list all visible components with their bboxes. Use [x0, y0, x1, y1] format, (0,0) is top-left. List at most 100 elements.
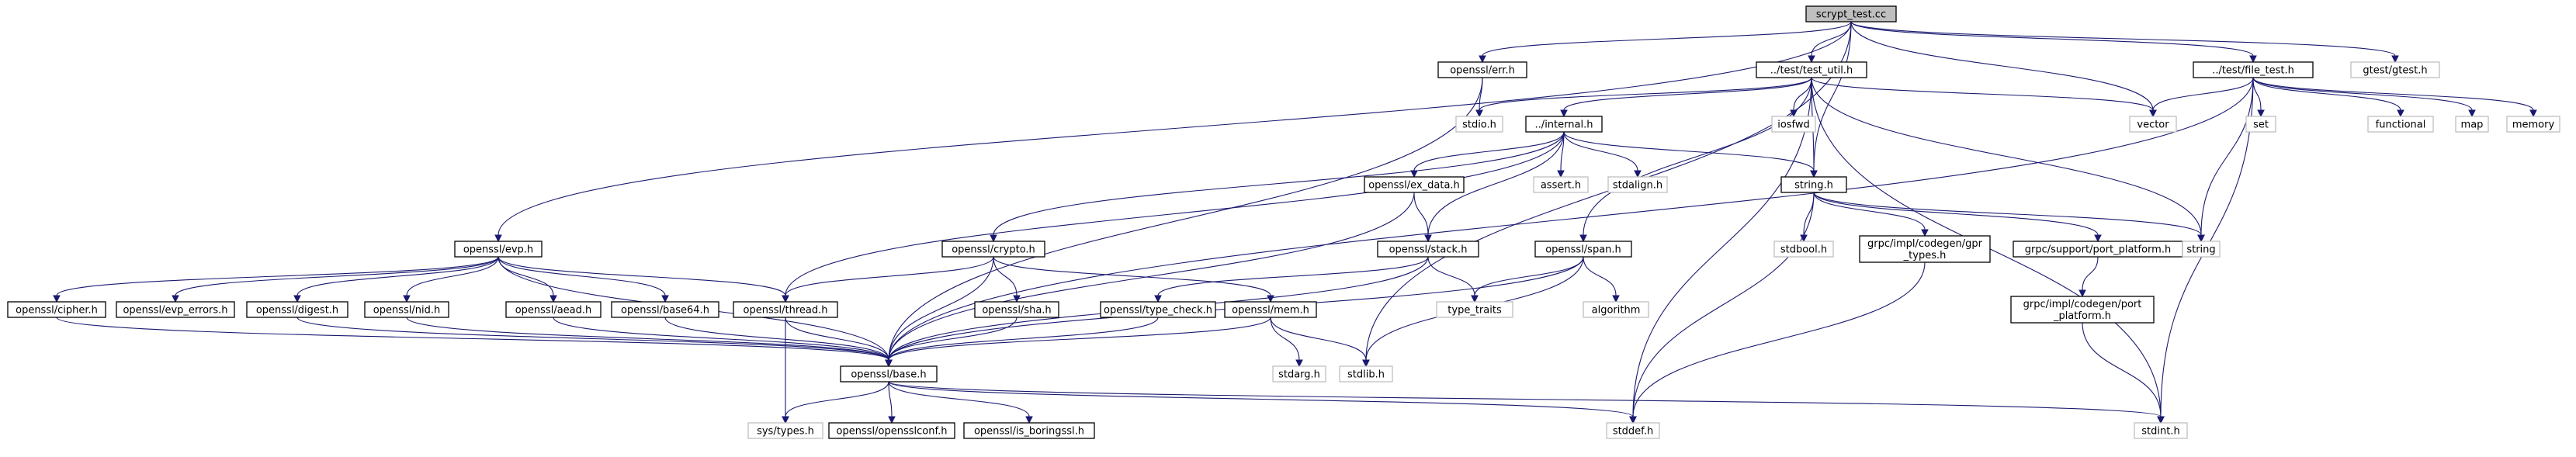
node-set: set [2245, 116, 2276, 133]
edge-line [2152, 77, 2254, 111]
edge-arrowhead [990, 234, 997, 243]
node-box [1533, 176, 1589, 193]
node-type-check[interactable]: openssl/type_check.h [1100, 301, 1216, 318]
edge-thread-to-base [785, 317, 893, 368]
edge-line [888, 317, 1159, 361]
edge-line [1157, 256, 1429, 296]
node-box [1339, 365, 1393, 383]
node-box [505, 301, 602, 318]
edge-line [1482, 21, 1852, 57]
node-aead[interactable]: openssl/aead.h [505, 301, 602, 318]
node-crypto[interactable]: openssl/crypto.h [941, 241, 1045, 258]
edge-root-to-err [1479, 21, 1852, 64]
edge-port_platform_codegen-to-stdint [2082, 322, 2165, 424]
edge-line [888, 256, 994, 361]
node-port-platform-codegen[interactable]: grpc/impl/codegen/port_platform.h [2010, 296, 2155, 324]
node-algorithm: algorithm [1583, 301, 1649, 318]
node-sha[interactable]: openssl/sha.h [974, 301, 1059, 318]
edge-line [1583, 256, 1617, 296]
node-err[interactable]: openssl/err.h [1437, 61, 1527, 78]
node-label: openssl/nid.h [373, 305, 440, 317]
node-box [1780, 176, 1847, 193]
node-box [2245, 116, 2276, 133]
node-label: stdarg.h [1278, 369, 1320, 381]
edge-line [888, 381, 1634, 417]
edge-root-to-file_test [1850, 21, 2257, 64]
node-gpr-types[interactable]: grpc/impl/codegen/gpr_types.h [1859, 235, 1991, 263]
node-internal[interactable]: ../internal.h [1525, 116, 1603, 133]
node-test-util[interactable]: ../test/test_util.h [1756, 61, 1867, 78]
node-type-traits: type_traits [1436, 301, 1513, 318]
edge-line [2252, 77, 2534, 111]
edge-line [1813, 192, 1926, 230]
node-gtest: gtest/gtest.h [2350, 61, 2440, 78]
node-box [828, 422, 955, 439]
edge-line [1813, 21, 1852, 171]
edge-arrowhead [2078, 289, 2086, 298]
node-label: stdint.h [2141, 426, 2179, 438]
edge-line [888, 317, 1271, 361]
node-root[interactable]: scrypt_test.cc [1805, 5, 1897, 23]
node-mem[interactable]: openssl/mem.h [1224, 301, 1317, 318]
edge-line [1850, 21, 2154, 111]
edge-arrowhead [885, 359, 893, 368]
edge-base-to-is_boringssl [888, 381, 1033, 424]
node-nid[interactable]: openssl/nid.h [364, 301, 449, 318]
node-label: stdalign.h [1613, 180, 1662, 192]
edge-mem-to-base [885, 317, 1271, 368]
node-box [1436, 301, 1513, 318]
node-thread[interactable]: openssl/thread.h [733, 301, 838, 318]
node-base[interactable]: openssl/base.h [840, 365, 938, 383]
edge-crypto-to-sha [993, 256, 1021, 303]
node-box [840, 365, 938, 383]
node-string: string [2182, 241, 2221, 258]
edge-crypto-to-thread [782, 256, 994, 303]
edge-arrowhead [782, 295, 789, 303]
node-ex-data[interactable]: openssl/ex_data.h [1364, 176, 1465, 193]
edge-internal-to-thread [782, 131, 1565, 303]
edge-stack-to-type_traits [1427, 256, 1479, 303]
node-box [364, 301, 449, 318]
edge-arrowhead [1557, 170, 1565, 178]
edge-file_test-to-map [2252, 77, 2476, 118]
node-stdint: stdint.h [2134, 422, 2188, 439]
edge-base-to-sys_types [782, 381, 889, 424]
edge-line [888, 317, 1018, 361]
node-stdbool: stdbool.h [1773, 241, 1834, 258]
edge-cipher-to-base [56, 317, 893, 368]
node-stdlib: stdlib.h [1339, 365, 1393, 383]
node-box [1377, 241, 1479, 258]
edge-arrowhead [293, 295, 301, 303]
edge-line [2252, 77, 2473, 111]
node-label: openssl/mem.h [1232, 305, 1309, 317]
node-port-platform-support[interactable]: grpc/support/port_platform.h [2013, 241, 2183, 258]
edge-line [1474, 256, 1584, 296]
node-box [733, 301, 838, 318]
node-string-h[interactable]: string.h [1780, 176, 1847, 193]
edge-arrowhead [1013, 295, 1021, 303]
edge-string_h-to-stdbool [1800, 192, 1815, 243]
node-box [941, 241, 1045, 258]
edge-line [1270, 317, 1367, 361]
node-evp[interactable]: openssl/evp.h [454, 241, 543, 258]
node-label: ../test/test_util.h [1770, 65, 1853, 77]
edge-arrowhead [53, 295, 61, 303]
node-is-boringssl[interactable]: openssl/is_boringssl.h [963, 422, 1095, 439]
node-cipher[interactable]: openssl/cipher.h [7, 301, 106, 318]
node-label: scrypt_test.cc [1816, 9, 1886, 21]
node-box [963, 422, 1095, 439]
edge-line [785, 381, 889, 417]
node-digest[interactable]: openssl/digest.h [246, 301, 348, 318]
edge-line [1850, 21, 2396, 57]
node-evp-errors[interactable]: openssl/evp_errors.h [116, 301, 235, 318]
node-box [116, 301, 235, 318]
node-file-test[interactable]: ../test/file_test.h [2193, 61, 2314, 78]
node-base64[interactable]: openssl/base64.h [611, 301, 719, 318]
node-stack[interactable]: openssl/stack.h [1377, 241, 1479, 258]
edge-file_test-to-vector [2149, 77, 2254, 118]
node-label: ../internal.h [1535, 119, 1593, 131]
edge-arrowhead [2249, 55, 2257, 64]
node-opensslconf[interactable]: openssl/opensslconf.h [828, 422, 955, 439]
node-span[interactable]: openssl/span.h [1534, 241, 1632, 258]
edge-string_h-to-stddef [1629, 192, 1815, 424]
